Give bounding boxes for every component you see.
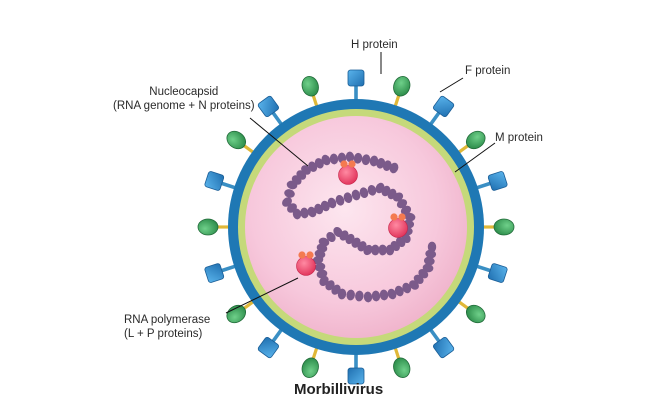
n-protein-bead — [359, 187, 369, 199]
n-protein-bead — [376, 158, 386, 169]
n-protein-bead — [385, 244, 395, 256]
label-rna-polymerase: RNA polymerase (L + P proteins) — [124, 313, 210, 341]
leader-f-protein — [439, 77, 464, 93]
n-protein-bead — [371, 244, 380, 256]
h-protein-spike — [257, 95, 284, 127]
diagram-title: Morbillivirus — [294, 381, 384, 398]
n-protein-bead — [284, 189, 295, 198]
label-nucleocapsid-line2: (RNA genome + N proteins) — [113, 100, 255, 112]
n-protein-bead — [422, 263, 434, 273]
label-rna-polymerase-line1: RNA polymerase — [124, 314, 211, 326]
n-protein-bead — [345, 151, 355, 163]
n-protein-bead — [314, 203, 324, 215]
n-protein-bead — [327, 197, 337, 209]
n-protein-bead — [387, 288, 397, 300]
label-leader-lines — [225, 52, 496, 314]
n-protein-bead — [286, 180, 298, 190]
nucleocapsid-chain — [282, 151, 437, 303]
leader-nucleocapsid — [249, 117, 309, 167]
f-protein-spike — [482, 218, 515, 236]
n-protein-bead — [363, 291, 373, 303]
h-protein-spike — [204, 171, 237, 191]
f-protein-spike — [456, 299, 486, 324]
f-protein-spike — [456, 130, 486, 155]
n-protein-bead — [300, 207, 309, 219]
n-protein-bead — [404, 212, 416, 222]
n-protein-bead — [337, 288, 347, 300]
label-nucleocapsid-line1: Nucleocapsid — [149, 86, 219, 98]
n-protein-bead — [320, 200, 330, 212]
f-protein-spike — [197, 218, 230, 236]
n-protein-bead — [312, 255, 324, 265]
h-protein-spike — [257, 327, 284, 359]
label-h-protein: H protein — [351, 39, 398, 51]
n-protein-bead — [394, 285, 404, 297]
h-protein-spike — [475, 263, 508, 283]
label-nucleocapsid: Nucleocapsid (RNA genome + N proteins) — [113, 85, 255, 113]
rna-polymerase-complex — [338, 160, 358, 185]
n-protein-bead — [382, 160, 392, 171]
n-protein-bead — [400, 205, 412, 215]
n-protein-bead — [343, 192, 353, 203]
f-protein-spike — [393, 76, 411, 108]
n-protein-bead — [378, 244, 387, 256]
h-protein-spike — [475, 171, 508, 191]
n-protein-bead — [326, 231, 336, 243]
label-m-protein: M protein — [495, 132, 543, 144]
h-protein-spike — [428, 95, 455, 127]
rna-polymerase-complex — [388, 213, 408, 238]
surface-glycoproteins — [197, 69, 515, 385]
label-f-protein: F protein — [465, 65, 511, 77]
n-protein-bead — [314, 262, 326, 272]
n-protein-bead — [329, 153, 339, 165]
f-protein-spike — [301, 346, 319, 378]
f-protein-spike — [226, 299, 256, 324]
f-protein-spike — [226, 130, 256, 155]
f-protein-spike — [393, 346, 411, 378]
n-protein-bead — [379, 289, 389, 301]
n-protein-bead — [369, 155, 379, 167]
n-protein-bead — [321, 154, 331, 166]
n-protein-bead — [427, 241, 437, 253]
h-protein-spike — [347, 353, 365, 385]
leader-rna-polymerase — [225, 277, 299, 314]
n-protein-bead — [355, 290, 364, 302]
n-protein-bead — [402, 282, 412, 294]
rna-polymerase-complexes — [296, 160, 408, 276]
n-protein-bead — [351, 189, 361, 201]
n-protein-bead — [392, 192, 404, 202]
n-protein-bead — [389, 162, 399, 174]
n-protein-bead — [314, 158, 324, 169]
label-rna-polymerase-line2: (L + P proteins) — [124, 328, 203, 340]
h-protein-spike — [204, 263, 237, 283]
n-protein-bead — [282, 197, 292, 207]
n-protein-bead — [423, 256, 435, 266]
h-protein-spike — [347, 69, 365, 101]
n-protein-bead — [292, 208, 302, 220]
n-protein-bead — [307, 206, 317, 218]
n-protein-bead — [335, 195, 345, 206]
n-protein-bead — [333, 226, 343, 238]
n-protein-bead — [346, 289, 355, 301]
n-protein-bead — [396, 199, 408, 209]
rna-polymerase-complex — [296, 251, 316, 276]
n-protein-bead — [353, 152, 363, 164]
f-protein-spike — [301, 76, 319, 108]
n-protein-bead — [367, 184, 377, 196]
n-protein-bead — [371, 290, 381, 302]
h-protein-spike — [428, 327, 455, 359]
leader-m-protein — [454, 142, 496, 173]
n-protein-bead — [361, 154, 371, 166]
virion-interior — [245, 116, 467, 338]
